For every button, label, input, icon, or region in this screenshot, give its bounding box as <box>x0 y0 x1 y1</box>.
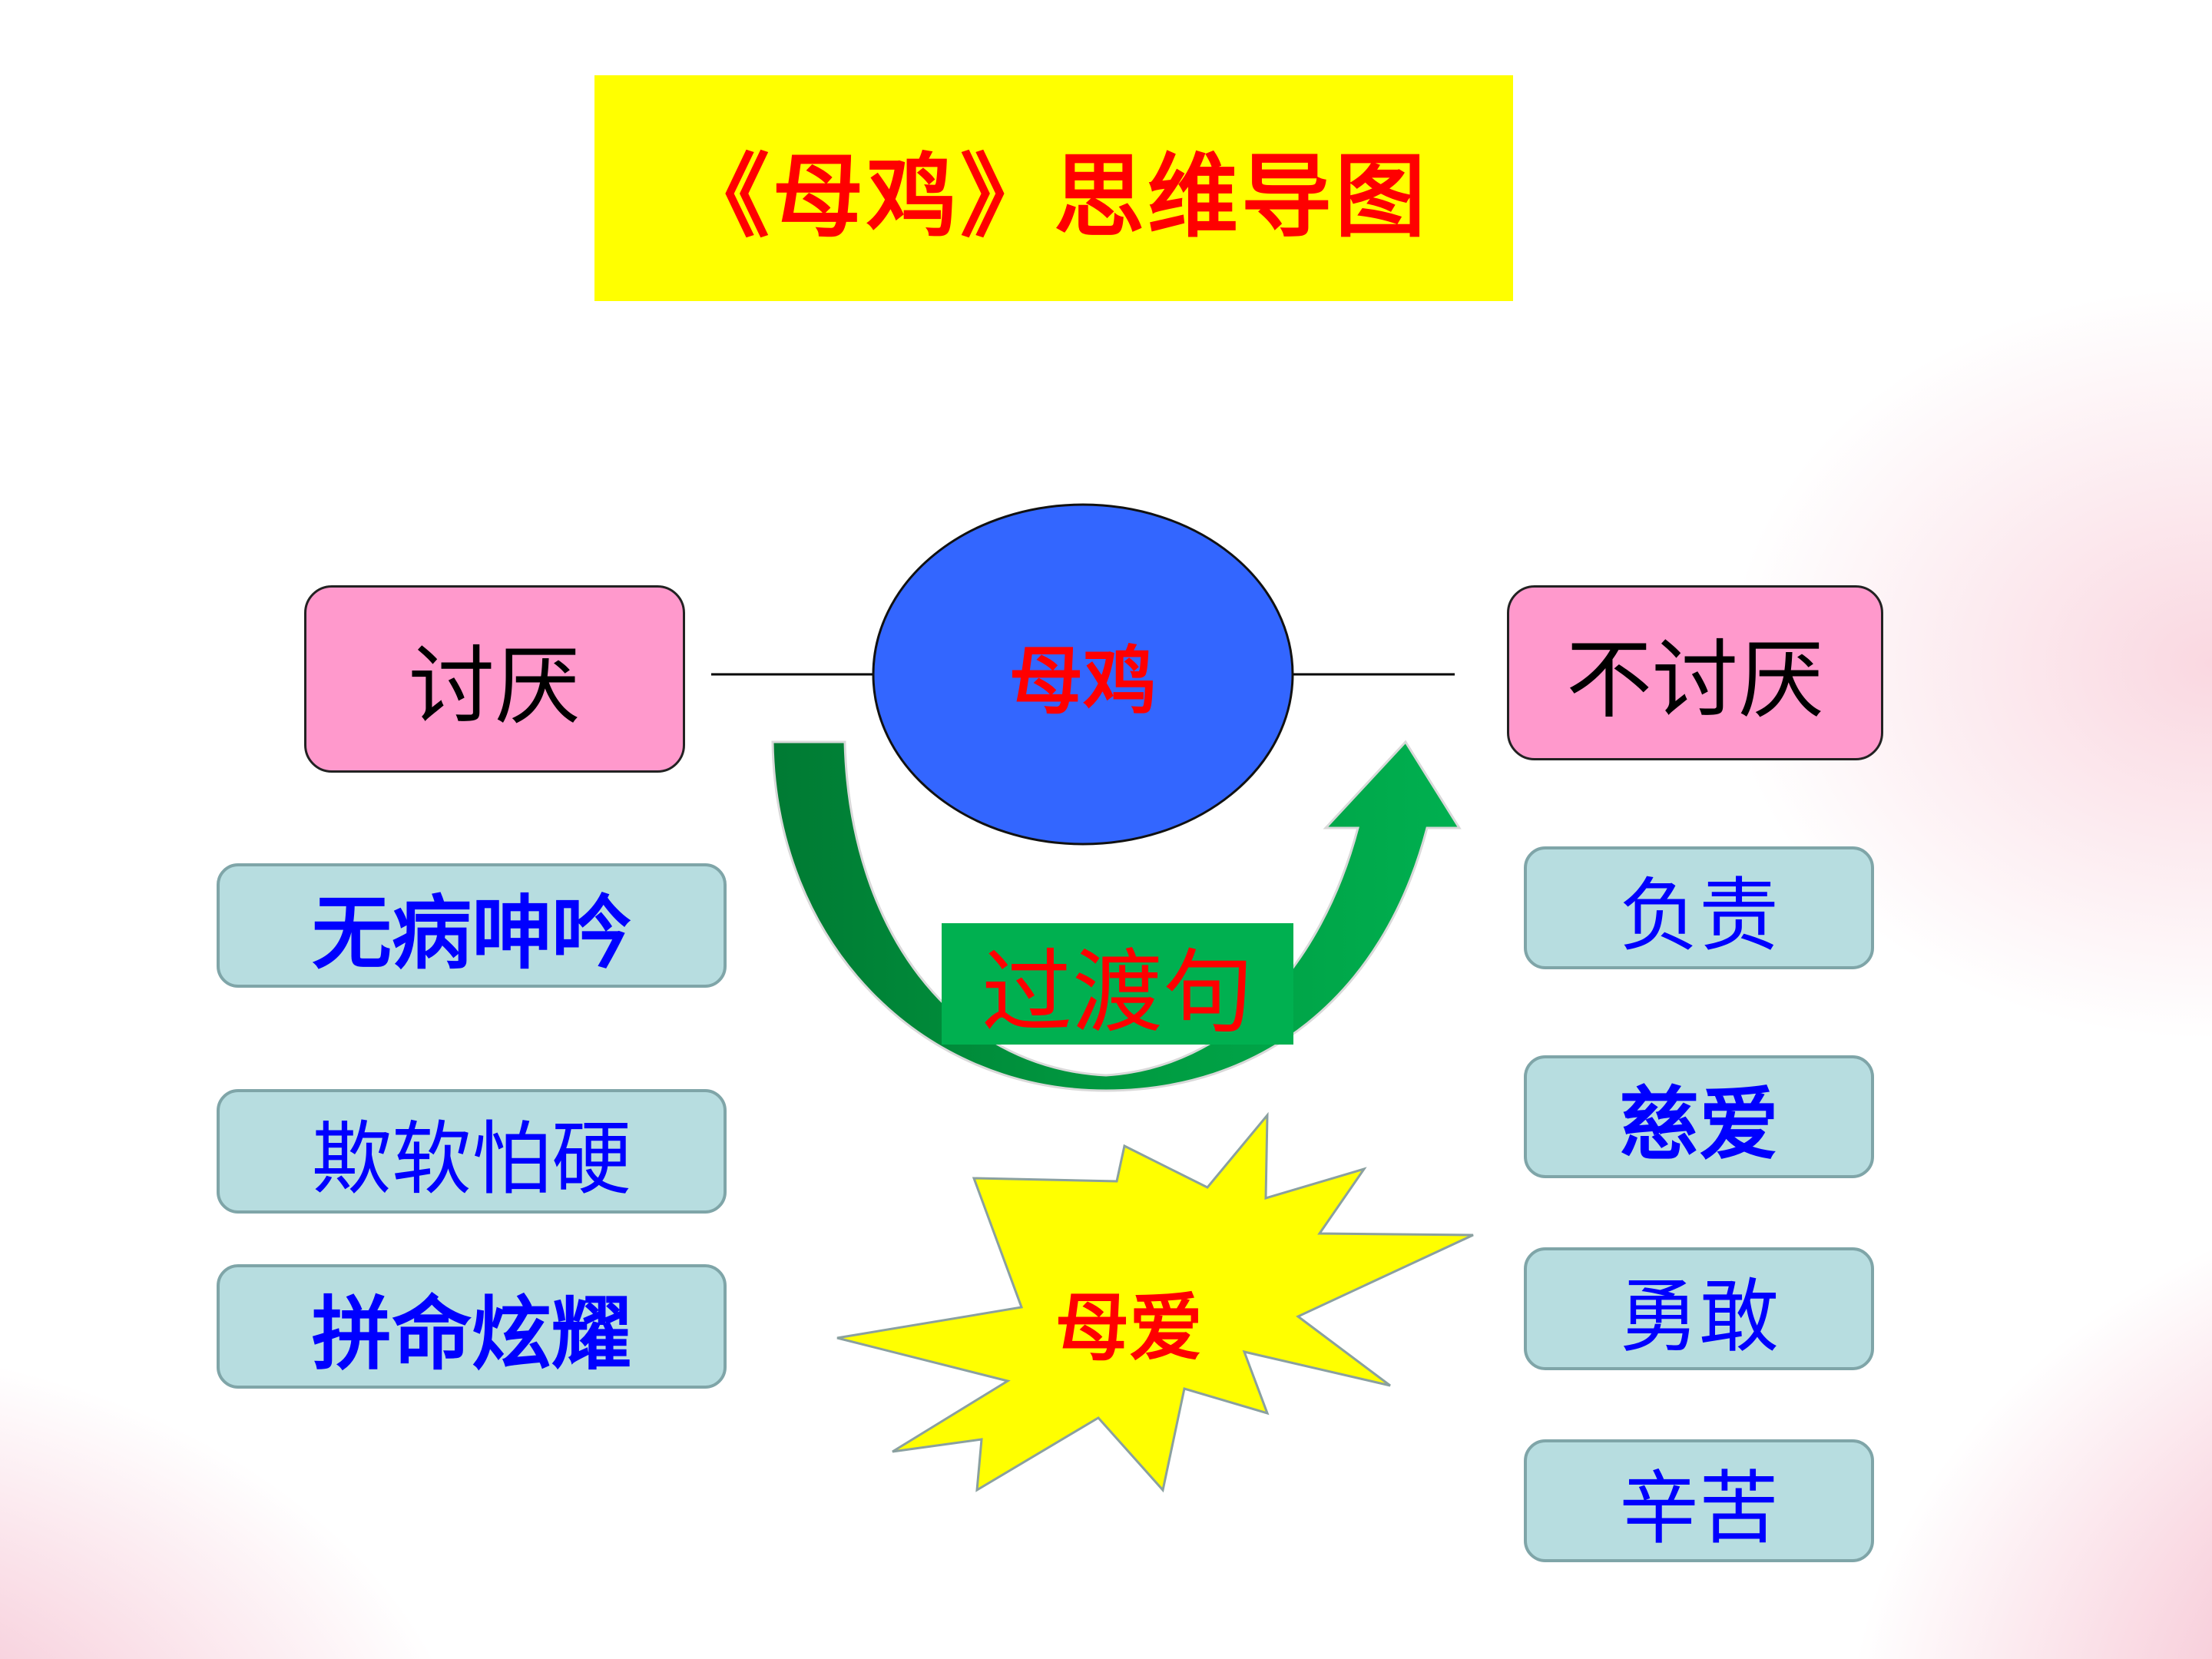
page-title: 《母鸡》思维导图 <box>678 142 1429 250</box>
title-banner: 《母鸡》思维导图 <box>594 75 1513 301</box>
right-branch-label: 不讨厌 <box>1566 631 1824 730</box>
right-item-2: 慈爱 <box>1524 1055 1874 1178</box>
left-item-label: 欺软怕硬 <box>311 1111 631 1206</box>
left-branch-box: 讨厌 <box>304 585 685 773</box>
right-item-3: 勇敢 <box>1524 1247 1874 1370</box>
center-node: 母鸡 <box>873 505 1293 844</box>
left-item-3: 拼命炫耀 <box>217 1264 727 1389</box>
right-item-4: 辛苦 <box>1524 1439 1874 1562</box>
right-item-1: 负责 <box>1524 846 1874 969</box>
left-item-1: 无病呻吟 <box>217 863 727 988</box>
center-ellipse <box>872 503 1294 846</box>
left-item-2: 欺软怕硬 <box>217 1089 727 1214</box>
core-node: 母爱 <box>998 1267 1260 1375</box>
center-label: 母鸡 <box>1009 637 1157 724</box>
left-item-label: 拼命炫耀 <box>311 1286 631 1381</box>
transition-label: 过渡句 <box>981 939 1253 1045</box>
right-item-label: 负责 <box>1618 868 1779 962</box>
starburst <box>836 1111 1474 1493</box>
right-branch-box: 不讨厌 <box>1507 585 1883 760</box>
transition-box: 过渡句 <box>942 923 1293 1045</box>
right-item-label: 勇敢 <box>1618 1269 1779 1363</box>
left-item-label: 无病呻吟 <box>311 886 631 980</box>
right-item-label: 辛苦 <box>1618 1461 1779 1555</box>
right-item-label: 慈爱 <box>1618 1077 1779 1171</box>
left-branch-label: 讨厌 <box>409 637 581 737</box>
core-label: 母爱 <box>1055 1284 1203 1371</box>
